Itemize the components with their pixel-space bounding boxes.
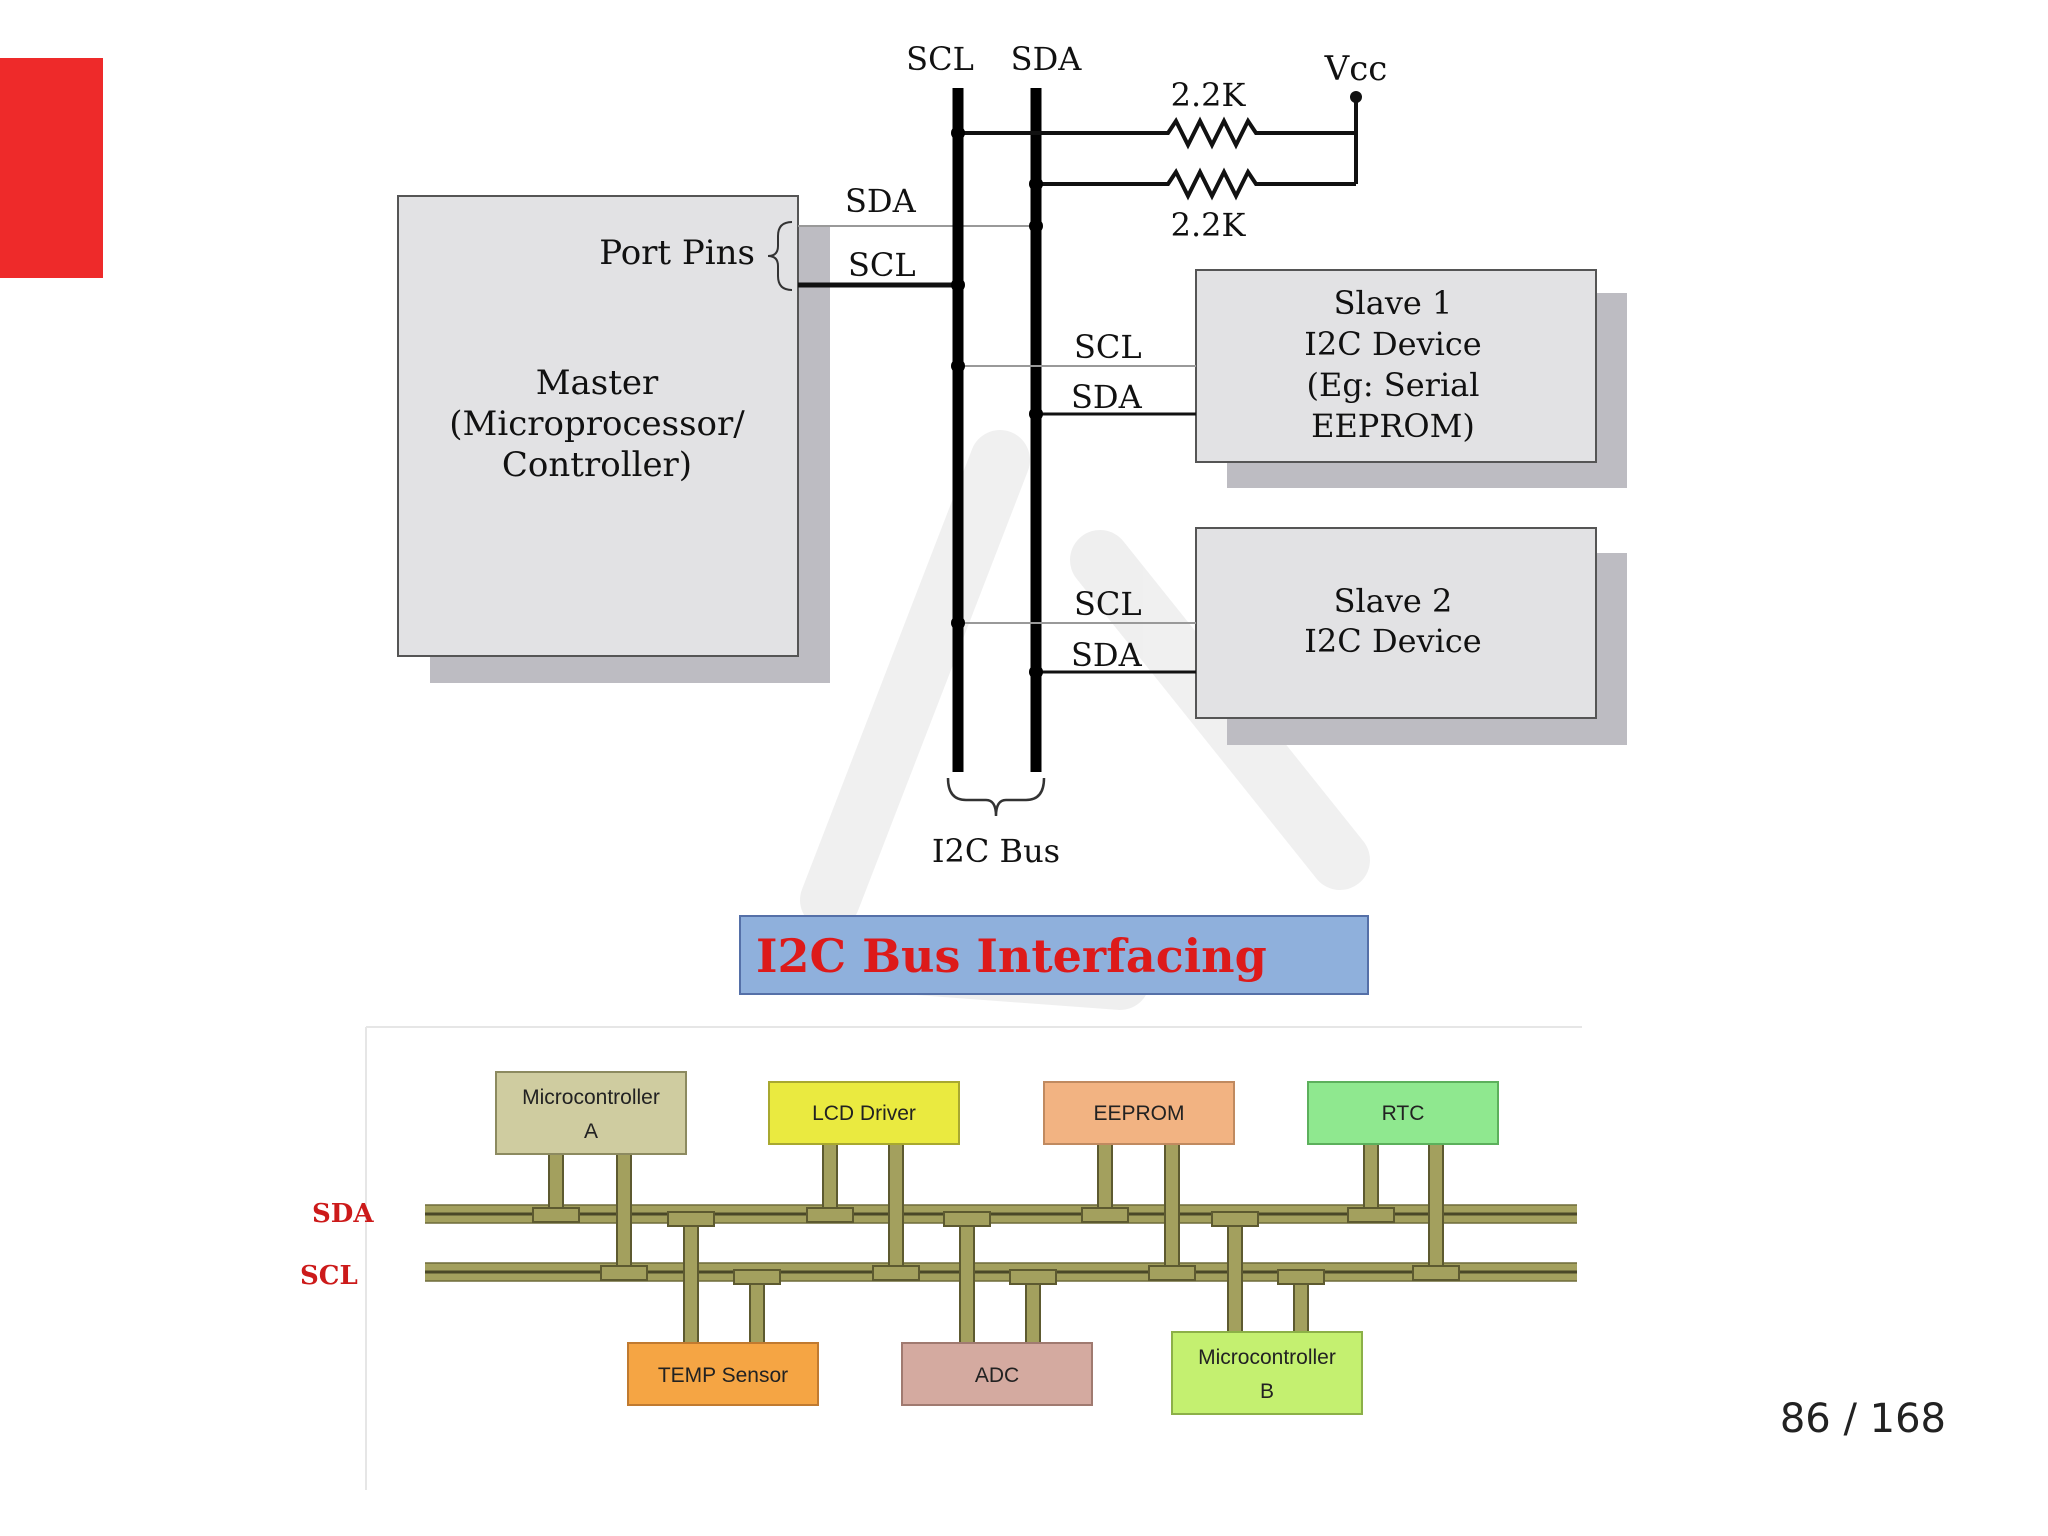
device-microcontroller-b-label: Microcontroller xyxy=(1198,1346,1336,1369)
device-rtc xyxy=(1307,1081,1499,1145)
scl-line-label: SCL xyxy=(300,1261,358,1291)
bus-sda-header: SDA xyxy=(1011,40,1083,78)
slide-accent-bar xyxy=(0,58,103,278)
port-pins-brace xyxy=(767,221,793,291)
scl-bus-pipe xyxy=(425,1262,1577,1282)
slave2-box xyxy=(1195,527,1597,719)
device-eeprom xyxy=(1043,1081,1235,1145)
slave2-scl-label: SCL xyxy=(1074,585,1142,623)
slave1-label-line2: I2C Device xyxy=(1304,325,1481,363)
page-number: 86 / 168 xyxy=(1779,1396,1946,1442)
device-microcontroller-b-sublabel: B xyxy=(1260,1380,1274,1403)
device-temp-sensor xyxy=(627,1342,819,1406)
pullup-resistor-sda xyxy=(1036,167,1356,201)
slave1-box xyxy=(1195,269,1597,463)
master-label-line1: Master xyxy=(536,363,659,403)
device-microcontroller-a-sublabel: A xyxy=(584,1120,598,1143)
sda-bus-pipe xyxy=(425,1204,1577,1224)
slave1-label-line1: Slave 1 xyxy=(1334,284,1453,322)
i2c-schematic: Port Pins Master (Microprocessor/ Contro… xyxy=(397,40,1627,870)
device-adc xyxy=(901,1342,1093,1406)
device-lcd-driver xyxy=(768,1081,960,1145)
slave1-sda-label: SDA xyxy=(1071,378,1143,416)
device-temp-sensor-label: TEMP Sensor xyxy=(658,1364,788,1387)
slave1-label-line4: EEPROM) xyxy=(1311,407,1475,445)
master-scl-label: SCL xyxy=(848,246,916,284)
device-adc-label: ADC xyxy=(975,1364,1019,1387)
device-rtc-label: RTC xyxy=(1382,1102,1425,1125)
sda-line-label: SDA xyxy=(312,1199,374,1229)
master-box xyxy=(397,195,799,657)
slave1-scl-label: SCL xyxy=(1074,328,1142,366)
resistor-1-label: 2.2K xyxy=(1171,76,1247,114)
master-sda-label: SDA xyxy=(845,182,917,220)
device-microcontroller-a xyxy=(495,1071,687,1155)
bus-junction-dots xyxy=(951,126,1043,679)
banner-title: I2C Bus Interfacing xyxy=(756,929,1267,983)
master-label-line3: Controller) xyxy=(502,445,692,485)
banner-box xyxy=(739,915,1369,995)
device-connector-stems xyxy=(532,1141,1460,1345)
master-label-line2: (Microprocessor/ xyxy=(449,404,745,444)
i2c-bus-label: I2C Bus xyxy=(932,832,1060,870)
slave1-label-line3: (Eg: Serial xyxy=(1307,366,1480,404)
slave2-sda-label: SDA xyxy=(1071,636,1143,674)
device-eeprom-label: EEPROM xyxy=(1093,1102,1184,1125)
device-microcontroller-b xyxy=(1171,1331,1363,1415)
resistor-2-label: 2.2K xyxy=(1171,206,1247,244)
device-lcd-driver-label: LCD Driver xyxy=(812,1102,916,1125)
pullup-resistor-scl xyxy=(958,116,1356,150)
i2c-device-network: SDA SCL xyxy=(300,1026,1582,1490)
slave2-label-line2: I2C Device xyxy=(1304,622,1481,660)
vcc-label: Vcc xyxy=(1324,49,1388,89)
i2c-bus-brace xyxy=(946,777,1046,817)
slave2-label-line1: Slave 2 xyxy=(1334,582,1453,620)
port-pins-label: Port Pins xyxy=(599,233,755,273)
device-microcontroller-a-label: Microcontroller xyxy=(522,1086,660,1109)
bus-scl-header: SCL xyxy=(906,40,974,78)
